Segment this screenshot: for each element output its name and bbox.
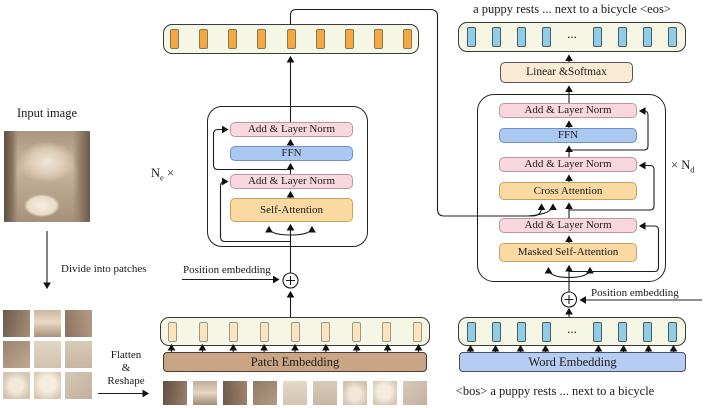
encoder-output-token xyxy=(257,29,267,49)
flattened-patch xyxy=(223,381,247,405)
patch-token xyxy=(321,321,331,342)
patch-grid xyxy=(3,310,92,399)
decoder-output-token-row: ... xyxy=(458,22,686,52)
decoder-output-token xyxy=(592,27,602,47)
encoder-multiplier-sub: e xyxy=(160,172,164,183)
decoder-output-token xyxy=(668,27,677,47)
encoder-output-token-row xyxy=(163,24,419,54)
flattened-patch xyxy=(283,381,307,405)
word-token xyxy=(517,321,527,342)
input-image-label: Input image xyxy=(16,106,78,120)
decoder-add-norm-2: Add & Layer Norm xyxy=(499,157,637,172)
decoder-output-token xyxy=(467,27,476,47)
patch-token xyxy=(382,321,392,342)
decoder-multiplier-times: × xyxy=(671,158,679,172)
encoder-output-token xyxy=(315,29,325,49)
image-patch xyxy=(65,341,92,368)
decoder-position-adder xyxy=(560,291,578,308)
flatten-line: Flatten xyxy=(110,349,142,361)
flattened-patch-strip xyxy=(163,381,427,405)
word-token xyxy=(467,321,476,342)
encoder-multiplier-base: N xyxy=(151,166,161,180)
patch-token xyxy=(413,321,422,342)
encoder-add-norm-bottom: Add & Layer Norm xyxy=(230,174,353,189)
flattened-patch xyxy=(403,381,427,405)
decoder-cross-attention: Cross Attention xyxy=(499,182,637,200)
encoder-ffn: FFN xyxy=(230,146,353,161)
decoder-output-token xyxy=(517,27,527,47)
flattened-patch xyxy=(163,381,187,405)
encoder-output-token xyxy=(286,29,296,49)
flattened-patch xyxy=(343,381,367,405)
image-patch xyxy=(65,372,92,399)
word-token xyxy=(642,321,652,342)
decoder-multiplier-label: × Nd xyxy=(671,158,694,175)
ellipsis: ... xyxy=(567,26,577,41)
input-image xyxy=(4,131,90,222)
patch-token xyxy=(290,321,300,342)
encoder-position-adder xyxy=(282,272,299,289)
encoder-multiplier-times: × xyxy=(166,166,174,180)
word-token-row: ... xyxy=(458,317,686,346)
linear-softmax-box: Linear &Softmax xyxy=(500,62,633,83)
decoder-position-embedding-label: Position embedding xyxy=(591,287,679,299)
encoder-output-token xyxy=(170,29,179,49)
encoder-output-token xyxy=(344,29,354,49)
word-token xyxy=(492,321,502,342)
divide-into-patches-label: Divide into patches xyxy=(61,263,147,275)
flatten-reshape-label: Flatten & Reshape xyxy=(98,349,154,388)
decoder-multiplier-base: N xyxy=(681,158,691,172)
amp-line: & xyxy=(121,362,131,374)
decoder-output-caption: a puppy rests ... next to a bicycle <eos… xyxy=(473,2,671,16)
decoder-input-caption: <bos> a puppy rests ... next to a bicycl… xyxy=(455,384,655,398)
patch-token xyxy=(351,321,361,342)
decoder-add-norm-1: Add & Layer Norm xyxy=(499,103,637,118)
decoder-masked-self-attention: Masked Self-Attention xyxy=(499,243,637,262)
word-token xyxy=(592,321,602,342)
encoder-multiplier-label: Ne × xyxy=(151,166,174,183)
decoder-output-token xyxy=(542,27,552,47)
encoder-output-token xyxy=(199,29,209,49)
flattened-patch xyxy=(193,381,217,405)
reshape-line: Reshape xyxy=(107,375,145,387)
patch-token xyxy=(229,321,239,342)
encoder-self-attention: Self-Attention xyxy=(230,198,353,222)
encoder-add-norm-top: Add & Layer Norm xyxy=(230,122,353,137)
image-patch xyxy=(3,310,30,337)
image-patch xyxy=(34,372,61,399)
image-patch xyxy=(34,310,61,337)
flattened-patch xyxy=(253,381,277,405)
patch-token-row xyxy=(160,317,430,346)
image-patch xyxy=(3,372,30,399)
decoder-add-norm-3: Add & Layer Norm xyxy=(499,218,637,233)
encoder-output-token xyxy=(228,29,238,49)
word-embedding-box: Word Embedding xyxy=(459,352,686,372)
encoder-output-token xyxy=(373,29,383,49)
image-patch xyxy=(34,341,61,368)
word-token xyxy=(617,321,627,342)
patch-token xyxy=(168,321,177,342)
decoder-output-token xyxy=(642,27,652,47)
flattened-patch xyxy=(313,381,337,405)
patch-token xyxy=(198,321,208,342)
encoder-output-token xyxy=(403,29,412,49)
image-patch xyxy=(65,310,92,337)
patch-embedding-box: Patch Embedding xyxy=(163,352,427,372)
ellipsis: ... xyxy=(567,320,577,336)
decoder-ffn: FFN xyxy=(499,128,637,143)
patch-token xyxy=(259,321,269,342)
decoder-output-token xyxy=(492,27,502,47)
decoder-multiplier-sub: d xyxy=(690,164,695,175)
word-token xyxy=(668,321,677,342)
decoder-output-token xyxy=(617,27,627,47)
encoder-position-embedding-label: Position embedding xyxy=(183,264,271,276)
flattened-patch xyxy=(373,381,397,405)
image-patch xyxy=(3,341,30,368)
word-token xyxy=(542,321,552,342)
